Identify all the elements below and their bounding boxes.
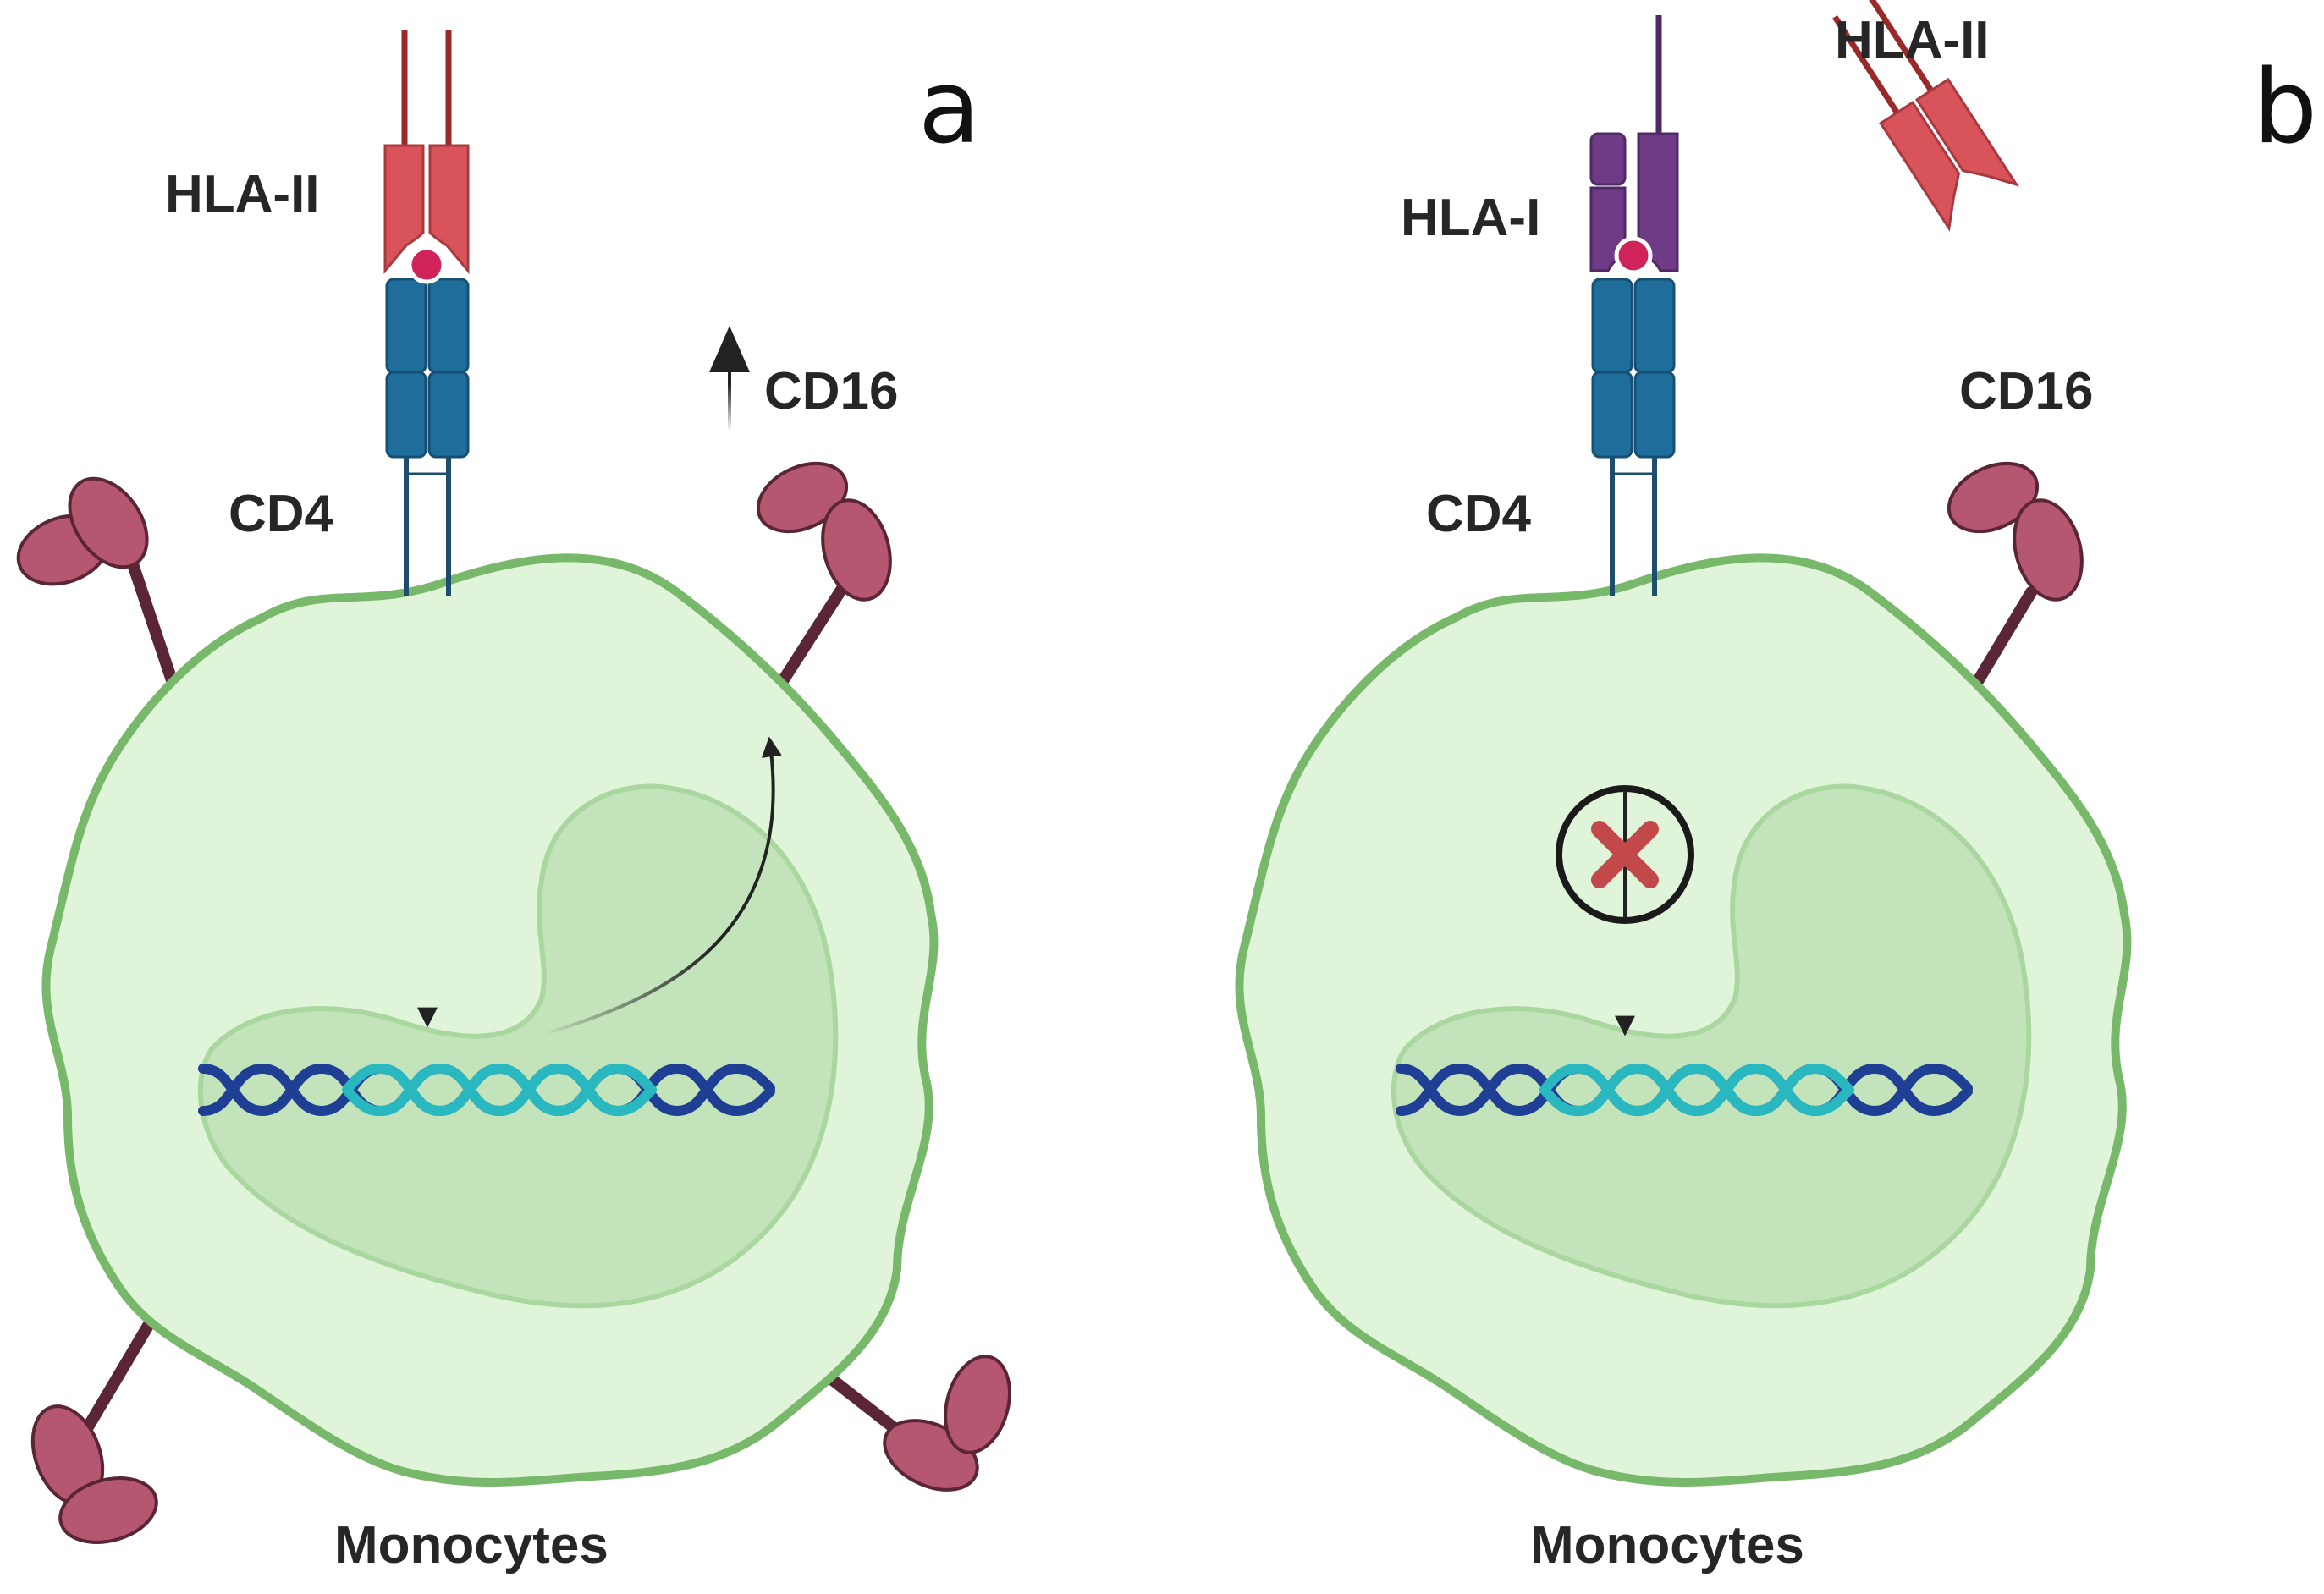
up-arrow-icon	[709, 326, 750, 431]
cd4-label: CD4	[229, 485, 334, 543]
cd16-label: CD16	[1959, 362, 2094, 420]
cell-label: Monocytes	[1530, 1516, 1804, 1575]
antigen-peptide	[1614, 236, 1653, 275]
cd16-expression-arrow	[549, 736, 782, 1034]
antigen-peptide	[407, 245, 446, 284]
nucleus	[1391, 783, 2032, 1309]
panel-a: HLA-II CD4 CD16 Monocytes a	[16, 30, 1011, 1575]
dna-double-helix	[1396, 1063, 1973, 1117]
cd4-label: CD4	[1426, 485, 1532, 543]
cell-label: Monocytes	[334, 1516, 609, 1575]
cd16-receptor-upper-right	[756, 461, 892, 704]
cd4-receptor	[385, 278, 470, 596]
hla-label: HLA-II	[165, 165, 320, 223]
hla-label: HLA-I	[1401, 189, 1540, 247]
panel-letter: a	[918, 49, 981, 167]
nucleus	[197, 783, 839, 1309]
dna-double-helix	[198, 1063, 775, 1117]
cd16-receptor-lower-left	[30, 1305, 162, 1544]
cd16-label: CD16	[764, 362, 899, 420]
hla-ii-molecule	[383, 30, 470, 284]
blocked-signal-icon	[1556, 785, 1694, 924]
hla-i-molecule	[1589, 15, 1679, 275]
cd16-receptor-upper-left	[16, 476, 184, 704]
cd16-receptor-upper-right	[1947, 461, 2084, 704]
cd4-receptor	[1591, 278, 1676, 596]
free-hla-ii-molecule	[1832, 0, 2019, 232]
panel-letter: b	[2253, 49, 2317, 167]
free-hla-label: HLA-II	[1835, 11, 1990, 69]
panel-b: HLA-I HLA-II CD4 CD16 Monocytes b	[1235, 0, 2317, 1575]
